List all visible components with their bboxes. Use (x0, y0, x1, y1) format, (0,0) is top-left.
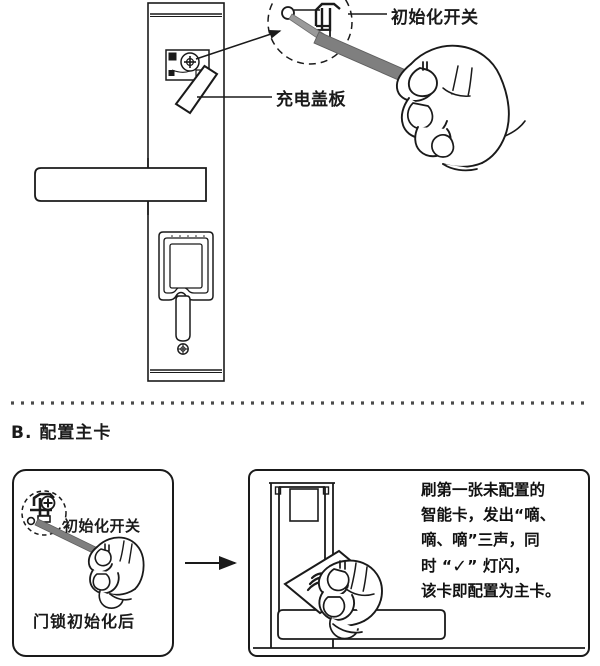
card-reader-panel (158, 231, 214, 355)
section-b-heading: B. 配置主卡 (11, 418, 111, 443)
left-panel-switch-detail (21, 490, 67, 536)
right-panel-hand (317, 559, 383, 640)
section-b-title: 配置主卡 (39, 423, 112, 443)
instruction-line-1: 刷第一张未配置的 (421, 481, 546, 499)
section-b-letter: B (11, 423, 25, 443)
section-b-separator: . (24, 423, 33, 443)
charging-cover-flap (174, 64, 219, 115)
left-panel-switch-label: 初始化开关 (63, 517, 141, 535)
right-panel-handle (277, 609, 446, 640)
instruction-line-3: 嘀、嘀”三声，同 (421, 531, 540, 549)
instruction-line-4-pre: 时 “ (421, 557, 453, 575)
label-charging-cover: 充电盖板 (276, 90, 346, 110)
label-initialization-switch: 初始化开关 (391, 8, 479, 28)
door-lever-handle (34, 167, 207, 202)
left-panel-caption: 门锁初始化后 (33, 612, 136, 631)
initialization-switch-detail (281, 2, 341, 38)
hand-holding-tool (395, 44, 526, 172)
instruction-paragraph: 刷第一张未配置的 智能卡，发出“嘀、 嘀、嘀”三声，同 时 “✓” 灯闪， 该卡… (421, 478, 593, 604)
instruction-line-5: 该卡即配置为主卡。 (421, 582, 561, 600)
check-mark-icon: ✓ (452, 556, 468, 577)
left-panel-hand (87, 536, 145, 609)
magnify-callout-arrow (195, 30, 282, 60)
instruction-line-4-post: ” 灯闪， (467, 557, 530, 575)
instruction-line-4: 时 “✓” 灯闪， (421, 553, 593, 579)
magnified-detail-circle (267, 0, 353, 65)
instruction-line-2: 智能卡，发出“嘀、 (421, 506, 556, 524)
